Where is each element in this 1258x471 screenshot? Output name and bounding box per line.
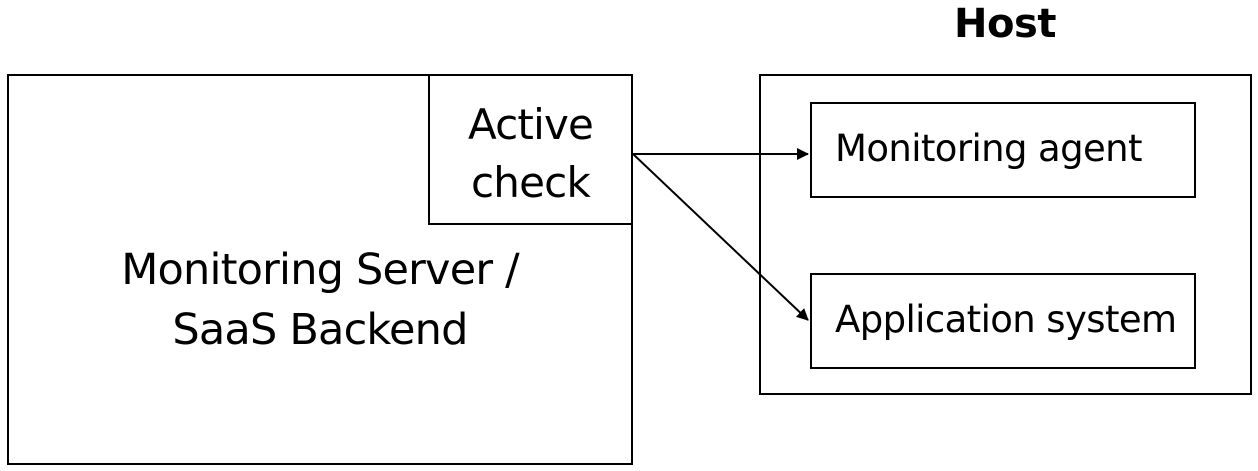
active-check-label-line1: Active — [467, 100, 594, 149]
monitoring-agent-box — [810, 102, 1196, 198]
active-check-box — [428, 74, 633, 225]
monitoring-server-label-line1: Monitoring Server / — [121, 245, 519, 295]
monitoring-agent-label: Monitoring agent — [835, 127, 1143, 170]
application-system-box — [810, 273, 1196, 369]
host-title: Host — [954, 1, 1056, 47]
monitoring-server-label: Monitoring Server / SaaS Backend — [9, 240, 631, 360]
active-check-label: Active check — [430, 96, 631, 212]
active-check-label-line2: check — [471, 158, 591, 207]
monitoring-server-label-line2: SaaS Backend — [172, 305, 468, 355]
application-system-label: Application system — [835, 298, 1177, 341]
